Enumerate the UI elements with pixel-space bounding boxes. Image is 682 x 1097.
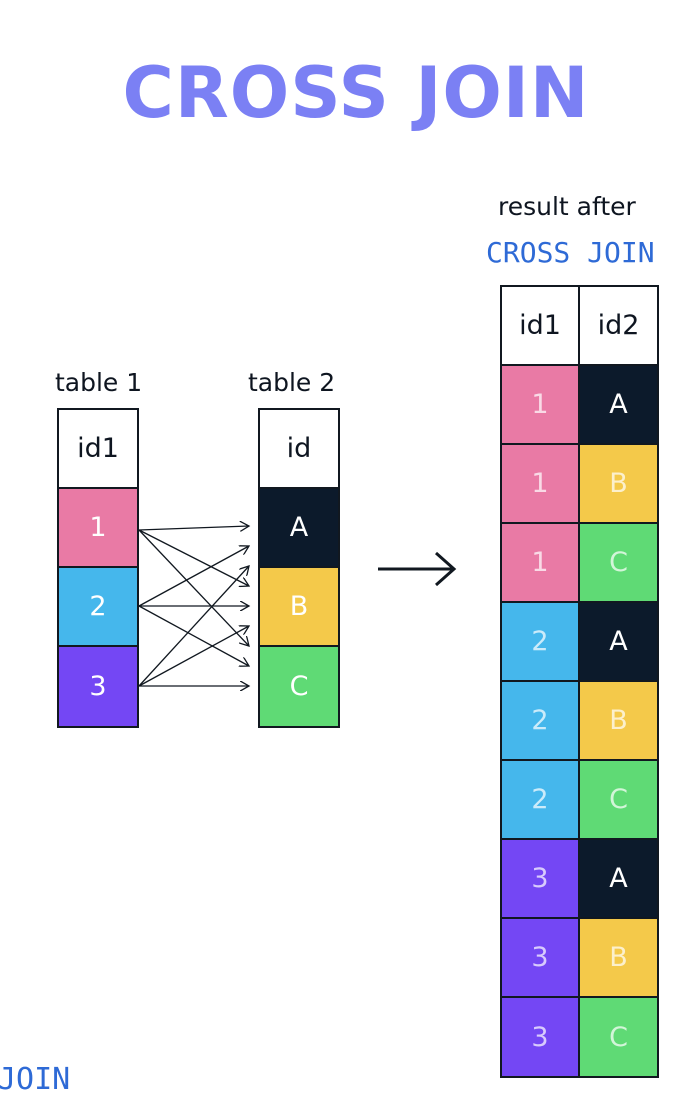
result-caption-line2: CROSS JOIN — [486, 236, 655, 269]
right-arrow-icon — [378, 551, 457, 587]
join-arrow — [138, 626, 249, 687]
result-cell: 3 — [500, 917, 580, 998]
result-cell: C — [578, 996, 659, 1078]
result-cell: A — [578, 601, 659, 682]
result-cell: B — [578, 917, 659, 998]
result-cell: A — [578, 838, 659, 919]
table2-header: id — [258, 408, 340, 489]
join-arrow — [138, 529, 249, 586]
result-caption-line1: result after — [498, 192, 636, 221]
result-header-id1: id1 — [500, 285, 580, 366]
result-cell: 3 — [500, 996, 580, 1078]
table2-row-b: B — [258, 566, 340, 647]
result-cell: 1 — [500, 522, 580, 603]
join-arrow — [138, 566, 249, 687]
result-cell: 2 — [500, 680, 580, 761]
table2-row-c: C — [258, 645, 340, 728]
result-cell: 3 — [500, 838, 580, 919]
result-cell: 2 — [500, 601, 580, 682]
result-cell: A — [578, 364, 659, 445]
join-arrow — [138, 529, 249, 646]
diagram-title: CROSS JOIN — [122, 52, 590, 134]
join-arrow — [138, 605, 249, 666]
footer-text: JOIN — [0, 1062, 71, 1097]
table1-row-1: 1 — [57, 487, 139, 568]
result-cell: C — [578, 522, 659, 603]
table1-header: id1 — [57, 408, 139, 489]
table1-caption: table 1 — [55, 368, 143, 397]
result-cell: C — [578, 759, 659, 840]
result-cell: 1 — [500, 443, 580, 524]
join-arrow — [138, 546, 249, 607]
table2-row-a: A — [258, 487, 340, 568]
result-header-id2: id2 — [578, 285, 659, 366]
join-arrow — [138, 526, 249, 530]
table2-caption: table 2 — [248, 368, 336, 397]
result-cell: 1 — [500, 364, 580, 445]
result-cell: B — [578, 680, 659, 761]
result-cell: 2 — [500, 759, 580, 840]
table1-row-3: 3 — [57, 645, 139, 728]
result-cell: B — [578, 443, 659, 524]
